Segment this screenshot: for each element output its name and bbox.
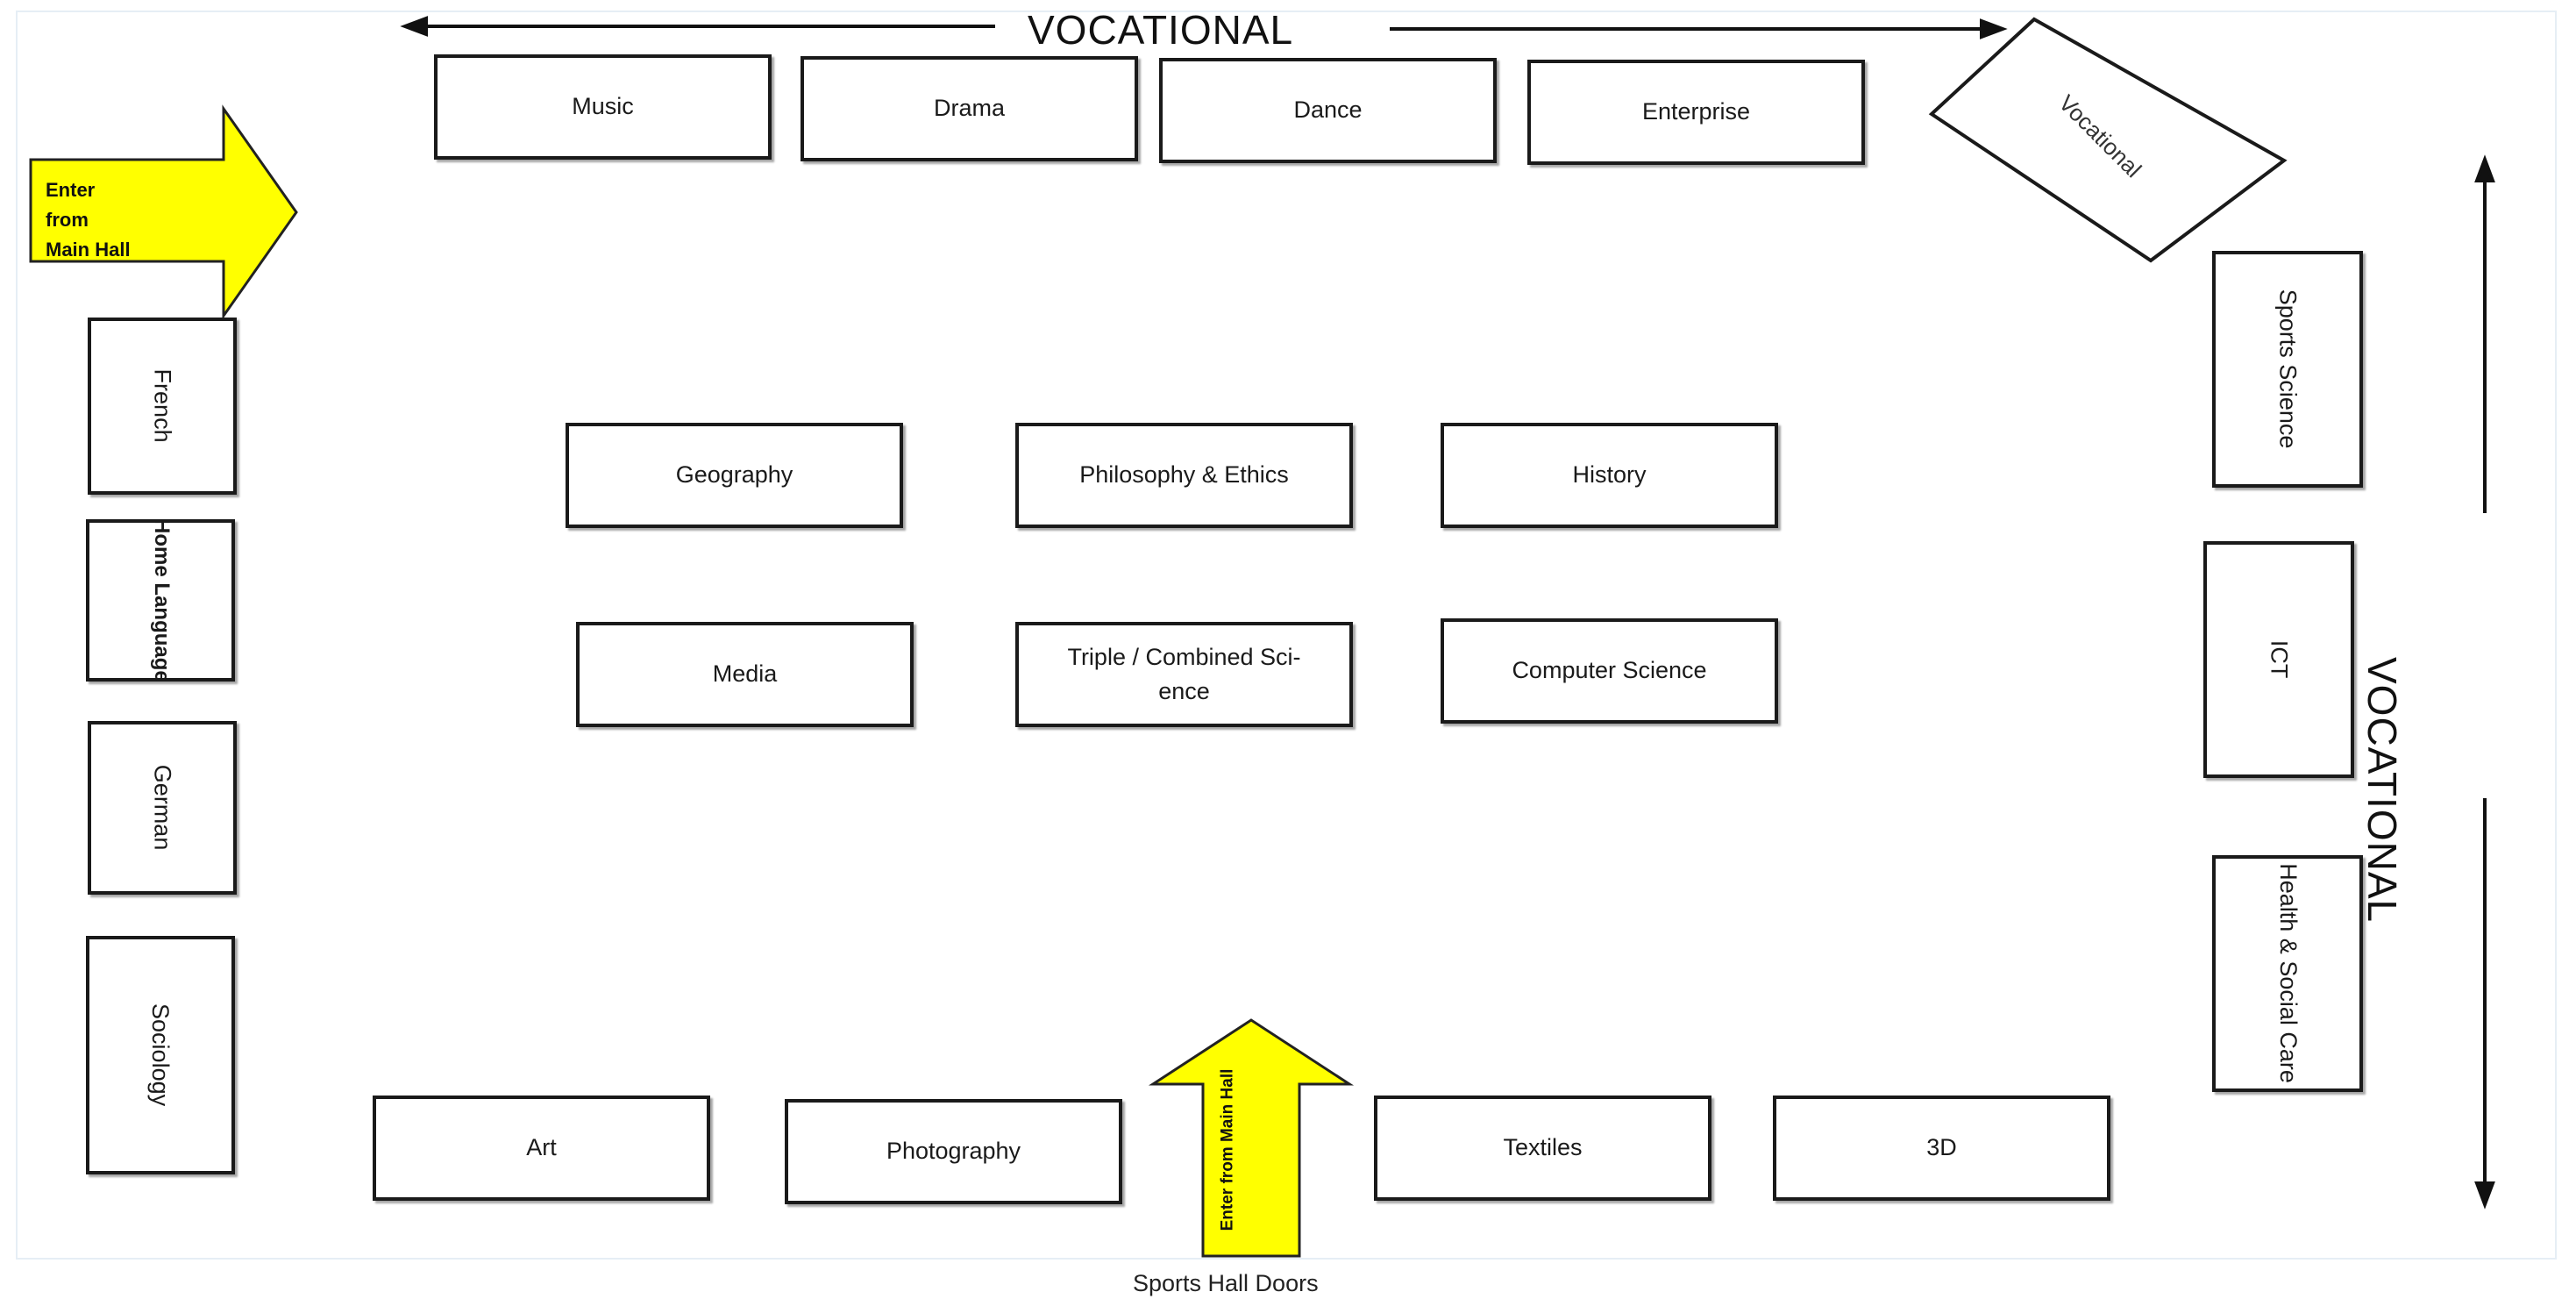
station-history: History bbox=[1441, 423, 1778, 528]
station-label: Enterprise bbox=[1641, 98, 1751, 125]
station-textiles: Textiles bbox=[1374, 1096, 1711, 1201]
station-french: French bbox=[88, 318, 237, 495]
station-label: Triple / Combined Sci- ence bbox=[1067, 640, 1300, 709]
station-computer-science: Computer Science bbox=[1441, 618, 1778, 724]
station-philosophy-ethics: Philosophy & Ethics bbox=[1015, 423, 1353, 528]
floor-frame bbox=[16, 11, 2557, 1260]
station-label: 3D bbox=[1926, 1134, 1957, 1161]
station-home-language: Home Language bbox=[86, 518, 235, 682]
station-label: Health & Social Care bbox=[2274, 863, 2302, 1084]
station-art: Art bbox=[373, 1096, 710, 1201]
enter-left-line-2: from bbox=[46, 209, 89, 231]
station-label: French bbox=[149, 368, 176, 444]
station-label: Media bbox=[712, 660, 778, 688]
station-geography: Geography bbox=[566, 423, 903, 528]
station-label: Geography bbox=[675, 461, 793, 489]
station-drama: Drama bbox=[801, 56, 1138, 161]
top-vocational-banner: VOCATIONAL bbox=[1028, 7, 1294, 53]
station-ict: ICT bbox=[2203, 541, 2354, 778]
station-music: Music bbox=[434, 54, 772, 160]
station-label-line-1: Triple / Combined Sci- bbox=[1067, 643, 1301, 670]
station-label: Drama bbox=[933, 95, 1005, 122]
station-label: ICT bbox=[2266, 640, 2293, 679]
right-double-arrow bbox=[2474, 154, 2495, 1210]
station-label: Home Language bbox=[149, 518, 174, 682]
station-photography: Photography bbox=[785, 1099, 1122, 1204]
station-label: Art bbox=[526, 1134, 557, 1161]
station-triple-combined-science: Triple / Combined Sci- ence bbox=[1015, 622, 1353, 727]
station-enterprise: Enterprise bbox=[1527, 60, 1865, 165]
station-label: Computer Science bbox=[1512, 657, 1707, 684]
station-3d: 3D bbox=[1773, 1096, 2110, 1201]
station-label: Photography bbox=[886, 1138, 1021, 1165]
enter-left-line-3: Main Hall bbox=[46, 239, 131, 261]
enter-left-label: Enter from Main Hall bbox=[46, 175, 131, 265]
sports-hall-doors-label: Sports Hall Doors bbox=[1133, 1270, 1319, 1296]
station-sports-science: Sports Science bbox=[2212, 251, 2363, 488]
station-dance: Dance bbox=[1159, 58, 1497, 163]
station-label: Music bbox=[572, 93, 634, 120]
station-label-line-2: ence bbox=[1158, 678, 1210, 704]
station-german: German bbox=[88, 721, 237, 895]
station-health-social-care: Health & Social Care bbox=[2212, 855, 2363, 1092]
top-double-arrow bbox=[400, 16, 2008, 39]
station-label: Dance bbox=[1293, 96, 1363, 124]
enter-bottom-arrow bbox=[1148, 1018, 1355, 1258]
station-label: Philosophy & Ethics bbox=[1079, 461, 1289, 489]
station-label: German bbox=[149, 765, 176, 851]
station-label: Textiles bbox=[1503, 1134, 1583, 1161]
station-sociology: Sociology bbox=[86, 936, 235, 1174]
station-media: Media bbox=[576, 622, 914, 727]
right-vocational-banner: VOCATIONAL bbox=[2359, 657, 2405, 924]
station-label: Sports Science bbox=[2274, 289, 2302, 449]
station-label: Sociology bbox=[147, 1003, 174, 1107]
enter-bottom-label: Enter from Main Hall bbox=[1218, 1068, 1237, 1231]
station-label: History bbox=[1572, 461, 1647, 489]
enter-left-arrow bbox=[29, 104, 298, 320]
diamond-vocational-shape bbox=[1928, 17, 2288, 263]
enter-left-line-1: Enter bbox=[46, 179, 96, 201]
